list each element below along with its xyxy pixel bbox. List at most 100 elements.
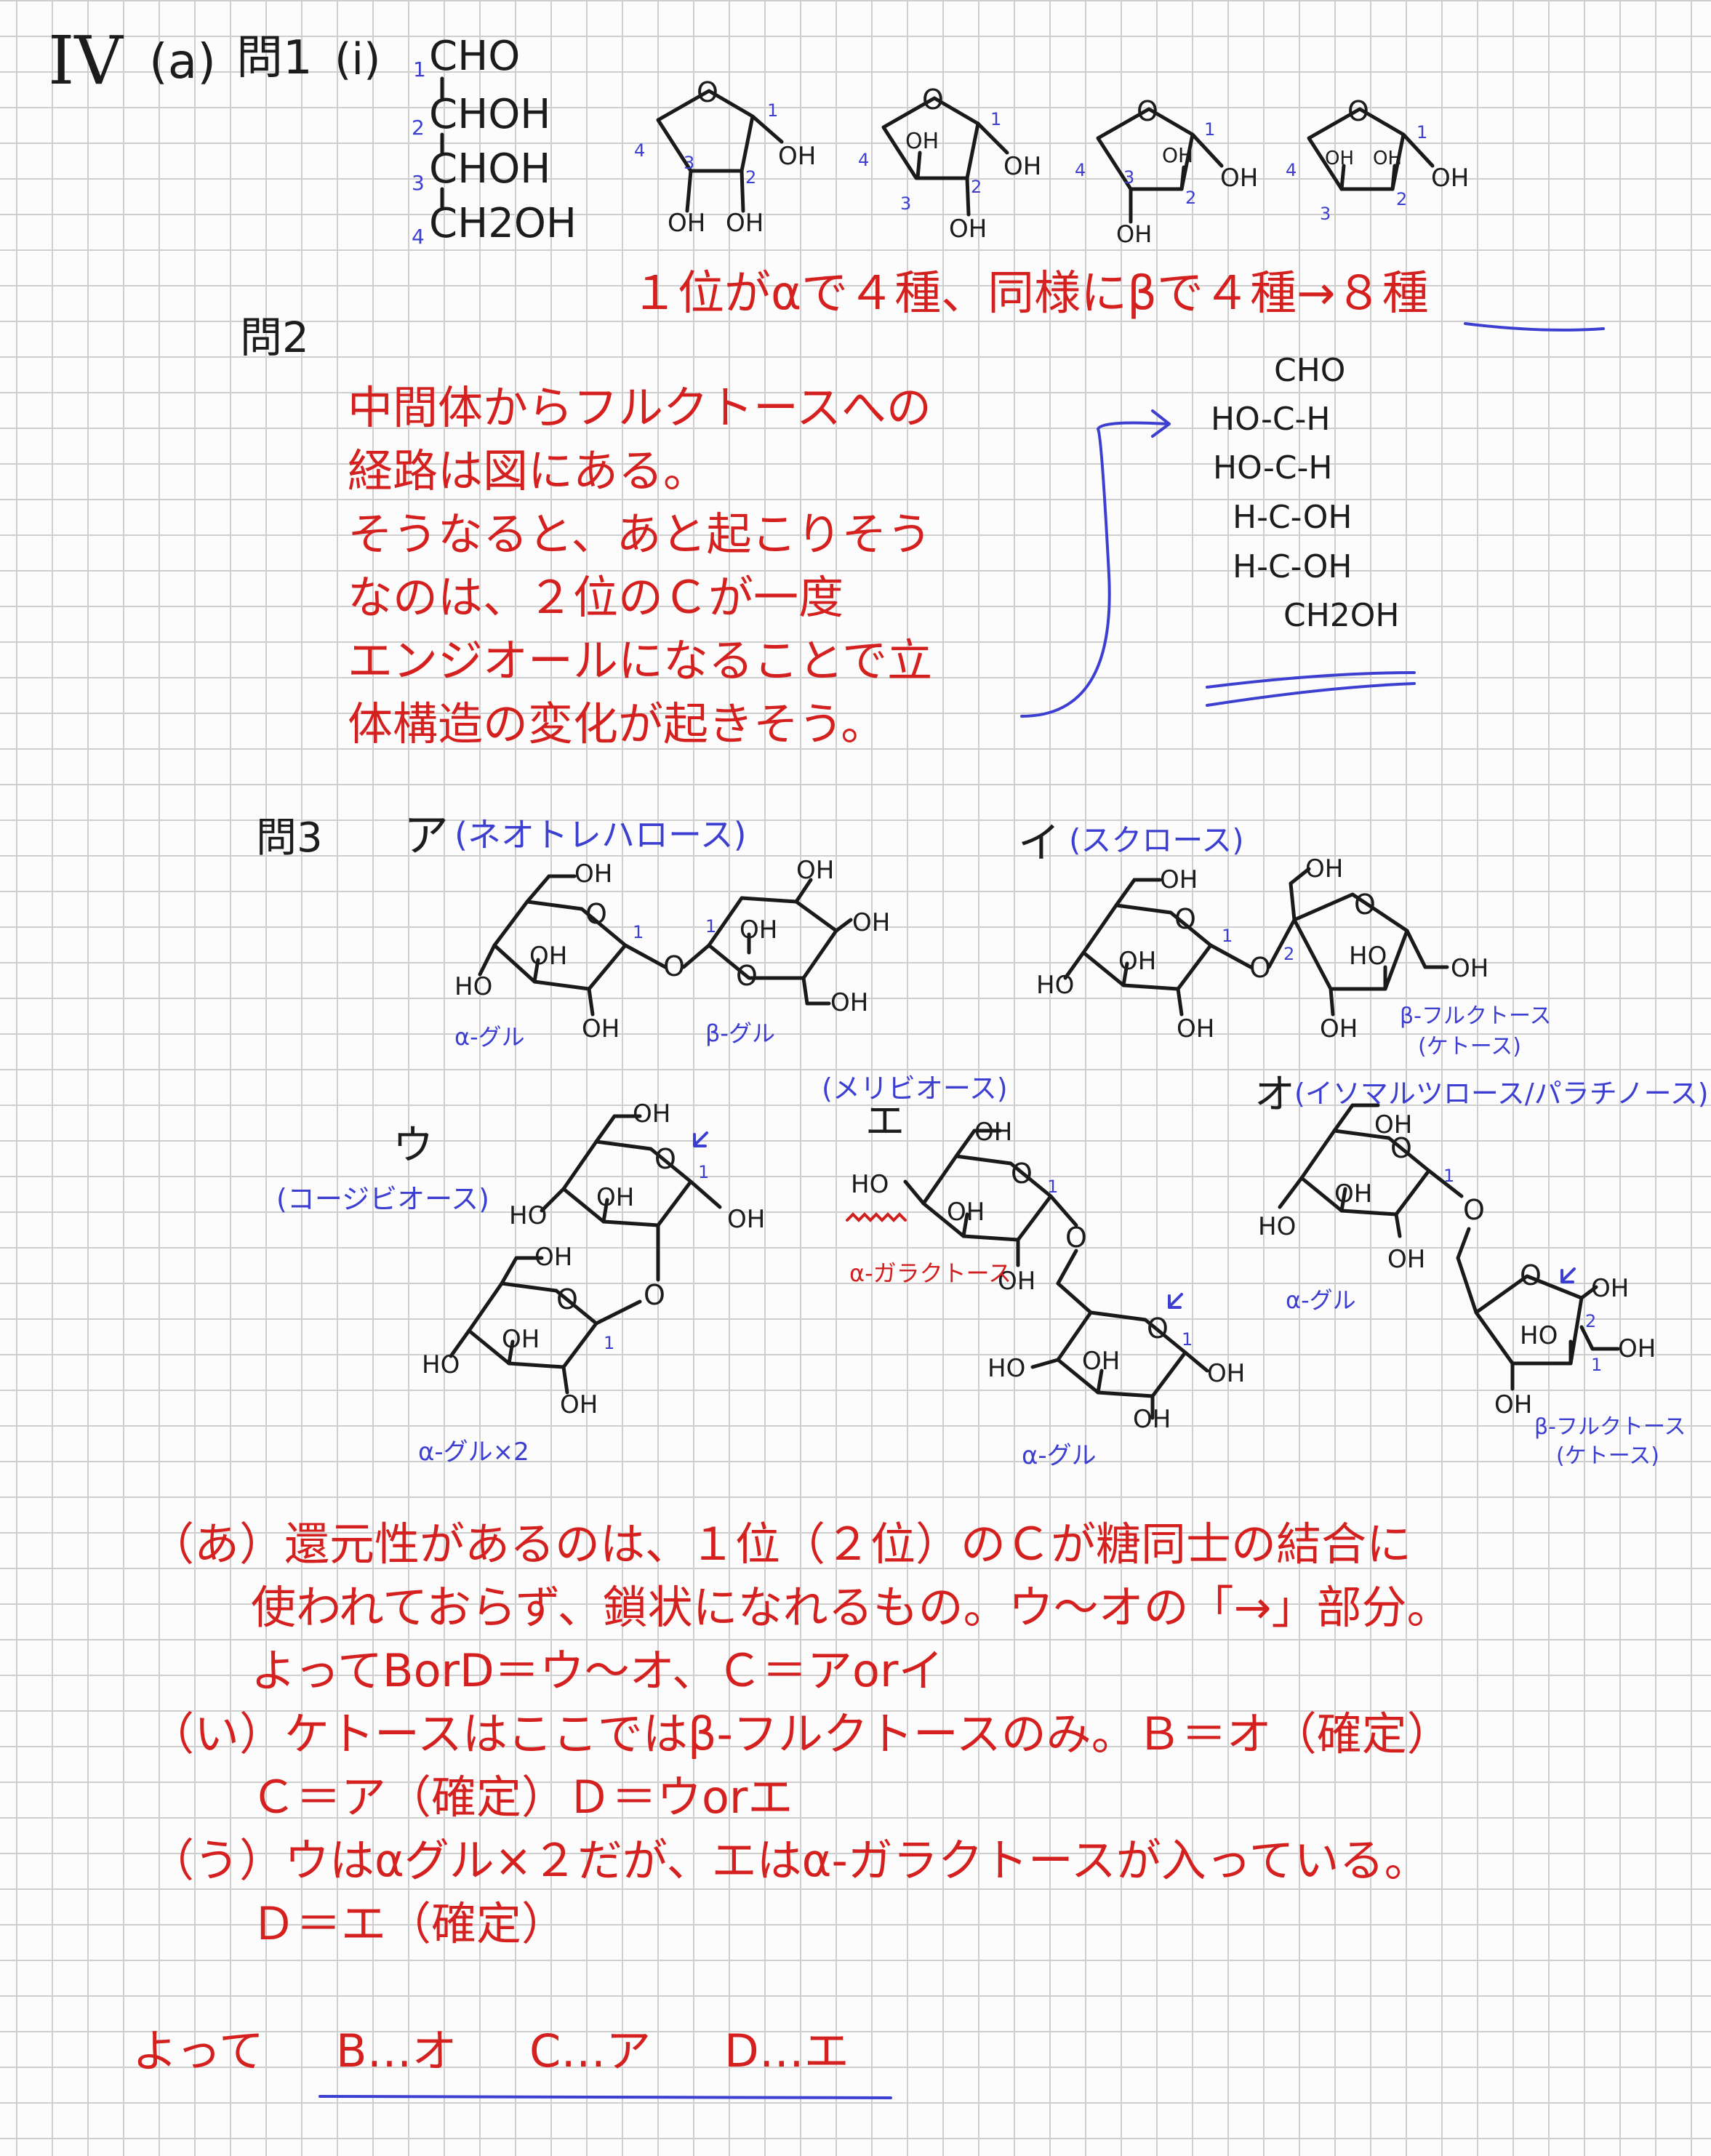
u-oh-mid-bot: OH [502, 1325, 540, 1354]
i-num-1: 1 [1222, 926, 1233, 946]
o-oh-top: OH [1374, 1110, 1413, 1139]
u-ho-bot: HO [422, 1350, 460, 1379]
u-ring-o-top: O [654, 1143, 676, 1175]
ring3-num-2: 2 [1185, 188, 1197, 208]
i-f-oh-bot: OH [1320, 1014, 1358, 1043]
part-label: (a) [149, 33, 216, 89]
a-num-1-left: 1 [633, 922, 644, 942]
ring3-oh-2: OH [1162, 143, 1194, 167]
u-oh-bot-top: OH [534, 1243, 573, 1272]
ring1-num-4: 4 [634, 140, 646, 161]
o-right-label: β-フルクトース [1534, 1414, 1686, 1440]
u-bottom-label: α-グル×2 [418, 1438, 529, 1467]
ring2-oh-2: OH [949, 215, 987, 244]
o-right-label-2: (ケトース) [1556, 1443, 1659, 1469]
a-oh-bot: OH [582, 1014, 620, 1043]
i-f-oh-right: OH [1451, 954, 1489, 983]
a-bridge-o: O [663, 950, 685, 982]
u-num-1-top: 1 [698, 1162, 710, 1182]
q2-line-3: そうなると、あと起こりそう [348, 508, 932, 561]
o-f-oh-bot: OH [1494, 1390, 1533, 1419]
ring3-o: O [1137, 95, 1158, 127]
u-oh-top: OH [633, 1099, 671, 1129]
chain-c3: CHOH [429, 145, 551, 193]
ring3-oh-1: OH [1220, 164, 1259, 193]
q2-line-2: 経路は図にある。 [348, 444, 709, 497]
u-ho-top: HO [509, 1201, 548, 1230]
e-oh-top: OH [974, 1118, 1013, 1147]
e-bottom-label: α-グル [1022, 1441, 1097, 1470]
ring4-oh-1: OH [1431, 164, 1470, 193]
o-ho-left: HO [1258, 1212, 1297, 1241]
ring4-num-1: 1 [1417, 122, 1428, 143]
compound-a-kana: ア [404, 809, 449, 862]
a-r-oh-mid: OH [740, 915, 778, 945]
a-left-label: α-グル [454, 1023, 525, 1051]
ring2-num-1: 1 [990, 109, 1002, 129]
ring4-oh-3: OH [1325, 148, 1355, 169]
compound-u-kana: ウ [393, 1122, 433, 1169]
question-1-label: 問1 [236, 31, 313, 85]
i-f-ho-mid: HO [1349, 942, 1387, 971]
analysis-line-1: （あ）還元性があるのは、１位（２位）のＣが糖同士の結合に [149, 1518, 1412, 1571]
chain-c1: CHO [429, 33, 521, 80]
ring1-num-2: 2 [745, 167, 757, 188]
analysis-line-6: （う）ウはαグル×２だが、エはα-ガラクトースが入っている。 [149, 1834, 1430, 1887]
ring4-oh-2: OH [1373, 148, 1403, 169]
u-oh-bot: OH [560, 1390, 598, 1419]
o-ring-o: O [1390, 1132, 1412, 1164]
u-bridge-o: O [644, 1279, 665, 1311]
o-f-oh-top: OH [1591, 1274, 1630, 1303]
compound-i-kana: イ [1018, 818, 1061, 867]
u-num-1-bot: 1 [604, 1333, 615, 1353]
ring1-oh-1: OH [778, 142, 817, 171]
e-ring-o-top: O [1011, 1158, 1033, 1190]
fischer-row-5: H-C-OH [1233, 548, 1353, 585]
u-ring-o-bot: O [556, 1283, 578, 1315]
chain-c4: CH2OH [429, 200, 577, 247]
fischer-row-6: CH2OH [1283, 597, 1400, 634]
i-right-label-2: (ケトース) [1418, 1034, 1521, 1059]
i-oh-bot: OH [1177, 1014, 1215, 1043]
i-f-oh-top: OH [1305, 854, 1344, 883]
i-f-ring-o: O [1354, 889, 1376, 921]
ring2-o: O [922, 84, 944, 116]
i-ho-left: HO [1036, 971, 1075, 1000]
analysis-line-5: Ｃ＝ア（確定）Ｄ＝ウorエ [251, 1771, 793, 1824]
e-oh-mid-bot: OH [1082, 1347, 1121, 1376]
final-c: C…ア [529, 2024, 652, 2077]
a-r-oh-right: OH [852, 908, 891, 937]
ring1-num-3: 3 [684, 153, 695, 173]
final-prefix: よって [132, 2024, 265, 2077]
final-b: B…オ [336, 2024, 457, 2077]
fischer-row-4: H-C-OH [1233, 499, 1353, 536]
o-f-ring-o: O [1520, 1259, 1542, 1291]
analysis-line-7: Ｄ＝エ（確定） [251, 1897, 567, 1950]
fischer-row-2: HO-C-H [1211, 401, 1331, 438]
ring1-oh-2: OH [726, 209, 764, 238]
o-oh-bot: OH [1387, 1245, 1426, 1274]
o-left-label: α-グル [1286, 1286, 1356, 1314]
o-f-ho-mid: HO [1520, 1321, 1558, 1350]
e-oh-mid-top: OH [947, 1198, 985, 1227]
e-num-1-top: 1 [1047, 1177, 1059, 1197]
ring2-oh-3: OH [905, 129, 939, 154]
chain-num-2: 2 [412, 116, 425, 140]
e-bridge-o: O [1065, 1222, 1087, 1254]
q2-line-6: 体構造の変化が起きそう。 [348, 697, 886, 750]
a-ring-o: O [585, 898, 607, 930]
fischer-row-1: CHO [1274, 352, 1346, 389]
q2-line-5: エンジオールになることで立 [348, 634, 933, 687]
i-bridge-o: O [1249, 952, 1271, 984]
compound-a-name: (ネオトレハロース) [454, 815, 747, 854]
a-r-oh-bot: OH [830, 988, 869, 1017]
o-bridge-o: O [1463, 1194, 1485, 1226]
analysis-line-3: よってBorD＝ウ～オ、Ｃ＝アorイ [251, 1644, 944, 1697]
compound-u-name: (コージビオース) [276, 1183, 489, 1215]
q2-line-1: 中間体からフルクトースへの [348, 381, 931, 434]
ring3-num-4: 4 [1075, 160, 1086, 180]
a-oh-top: OH [574, 859, 613, 889]
question-1-sub-label: (i) [334, 34, 381, 85]
